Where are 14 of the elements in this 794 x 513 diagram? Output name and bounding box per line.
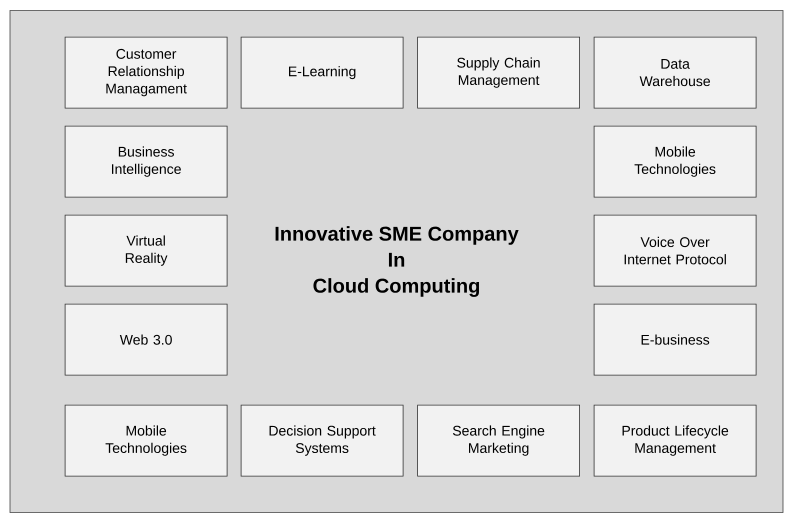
topic-box: Decision Support Systems	[240, 404, 404, 476]
topic-box: E-Learning	[240, 36, 404, 108]
topic-box: Supply Chain Management	[417, 36, 580, 108]
topic-box: Web 3.0	[64, 304, 228, 376]
topic-box: Virtual Reality	[64, 214, 228, 286]
topic-box: Business Intelligence	[64, 126, 228, 198]
topic-box: Search Engine Marketing	[417, 404, 580, 476]
topic-box: Mobile Technologies	[64, 404, 228, 476]
topic-box: E-business	[594, 304, 756, 376]
topic-box: Mobile Technologies	[594, 126, 756, 198]
topic-box: Voice Over Internet Protocol	[594, 214, 756, 286]
topic-box: Data Warehouse	[594, 36, 756, 108]
topic-box: Customer Relationship Managament	[64, 36, 228, 108]
topic-box: Product Lifecycle Management	[594, 404, 756, 476]
